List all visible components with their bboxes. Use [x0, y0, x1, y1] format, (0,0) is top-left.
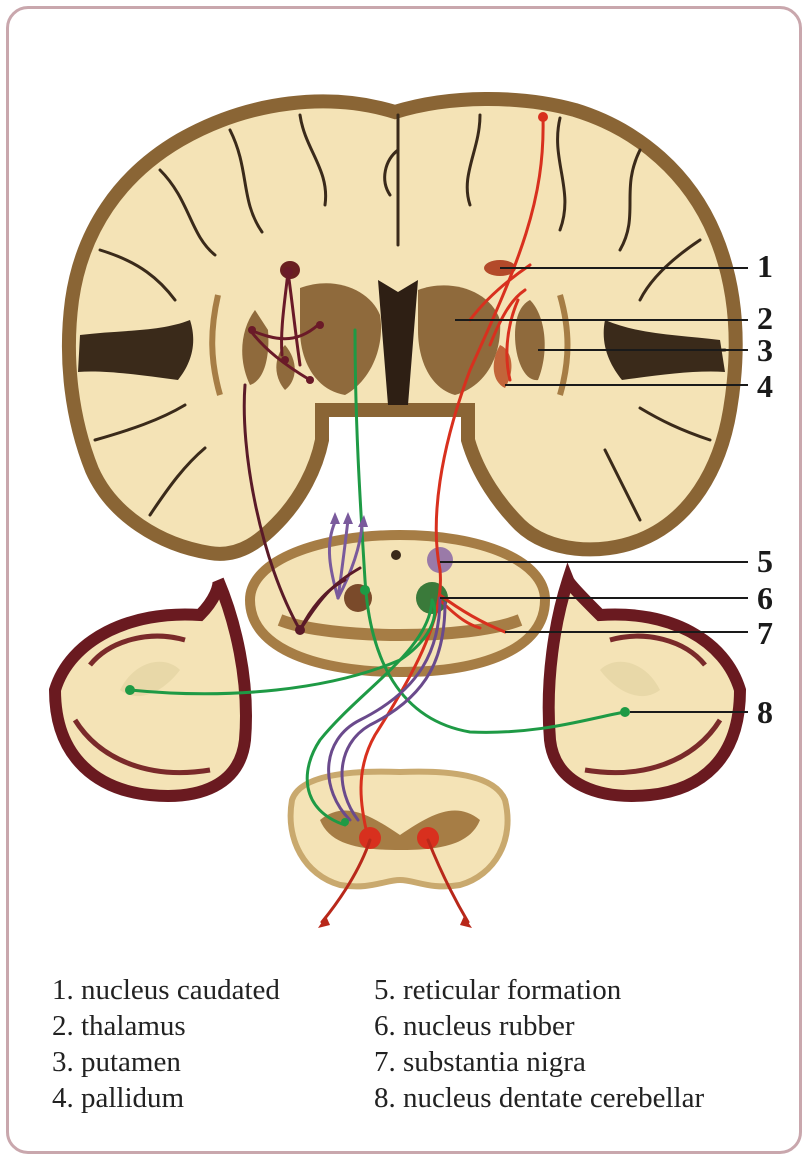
callout-6: 6 — [757, 582, 773, 614]
legend-item-pallidum: 4. pallidum — [52, 1080, 280, 1116]
spinal-cord-section — [291, 772, 508, 887]
aqueduct — [391, 550, 401, 560]
callout-2: 2 — [757, 302, 773, 334]
legend-item-substantia-nigra: 7. substantia nigra — [374, 1044, 704, 1080]
midbrain-section — [250, 535, 545, 672]
brain-coronal-section — [69, 99, 736, 554]
legend-item-putamen: 3. putamen — [52, 1044, 280, 1080]
callout-7: 7 — [757, 617, 773, 649]
basal-ganglia-diagram — [0, 0, 810, 940]
legend-item-nucleus-dentate-cerebellar: 8. nucleus dentate cerebellar — [374, 1080, 704, 1116]
legend-column-left: 1. nucleus caudated 2. thalamus 3. putam… — [52, 972, 280, 1116]
cerebellum-right — [549, 580, 740, 796]
bottom-arrowheads — [318, 916, 472, 928]
anterior-horn-left — [359, 827, 381, 849]
legend-item-nucleus-rubber: 6. nucleus rubber — [374, 1008, 704, 1044]
callout-3: 3 — [757, 334, 773, 366]
callout-4: 4 — [757, 370, 773, 402]
legend-item-thalamus: 2. thalamus — [52, 1008, 280, 1044]
legend-item-nucleus-caudated: 1. nucleus caudated — [52, 972, 280, 1008]
callout-5: 5 — [757, 545, 773, 577]
callout-1: 1 — [757, 250, 773, 282]
legend: 1. nucleus caudated 2. thalamus 3. putam… — [52, 972, 772, 1132]
legend-column-right: 5. reticular formation 6. nucleus rubber… — [374, 972, 704, 1116]
cerebellum-left — [55, 580, 246, 796]
callout-8: 8 — [757, 696, 773, 728]
legend-item-reticular-formation: 5. reticular formation — [374, 972, 704, 1008]
anterior-horn-right — [417, 827, 439, 849]
